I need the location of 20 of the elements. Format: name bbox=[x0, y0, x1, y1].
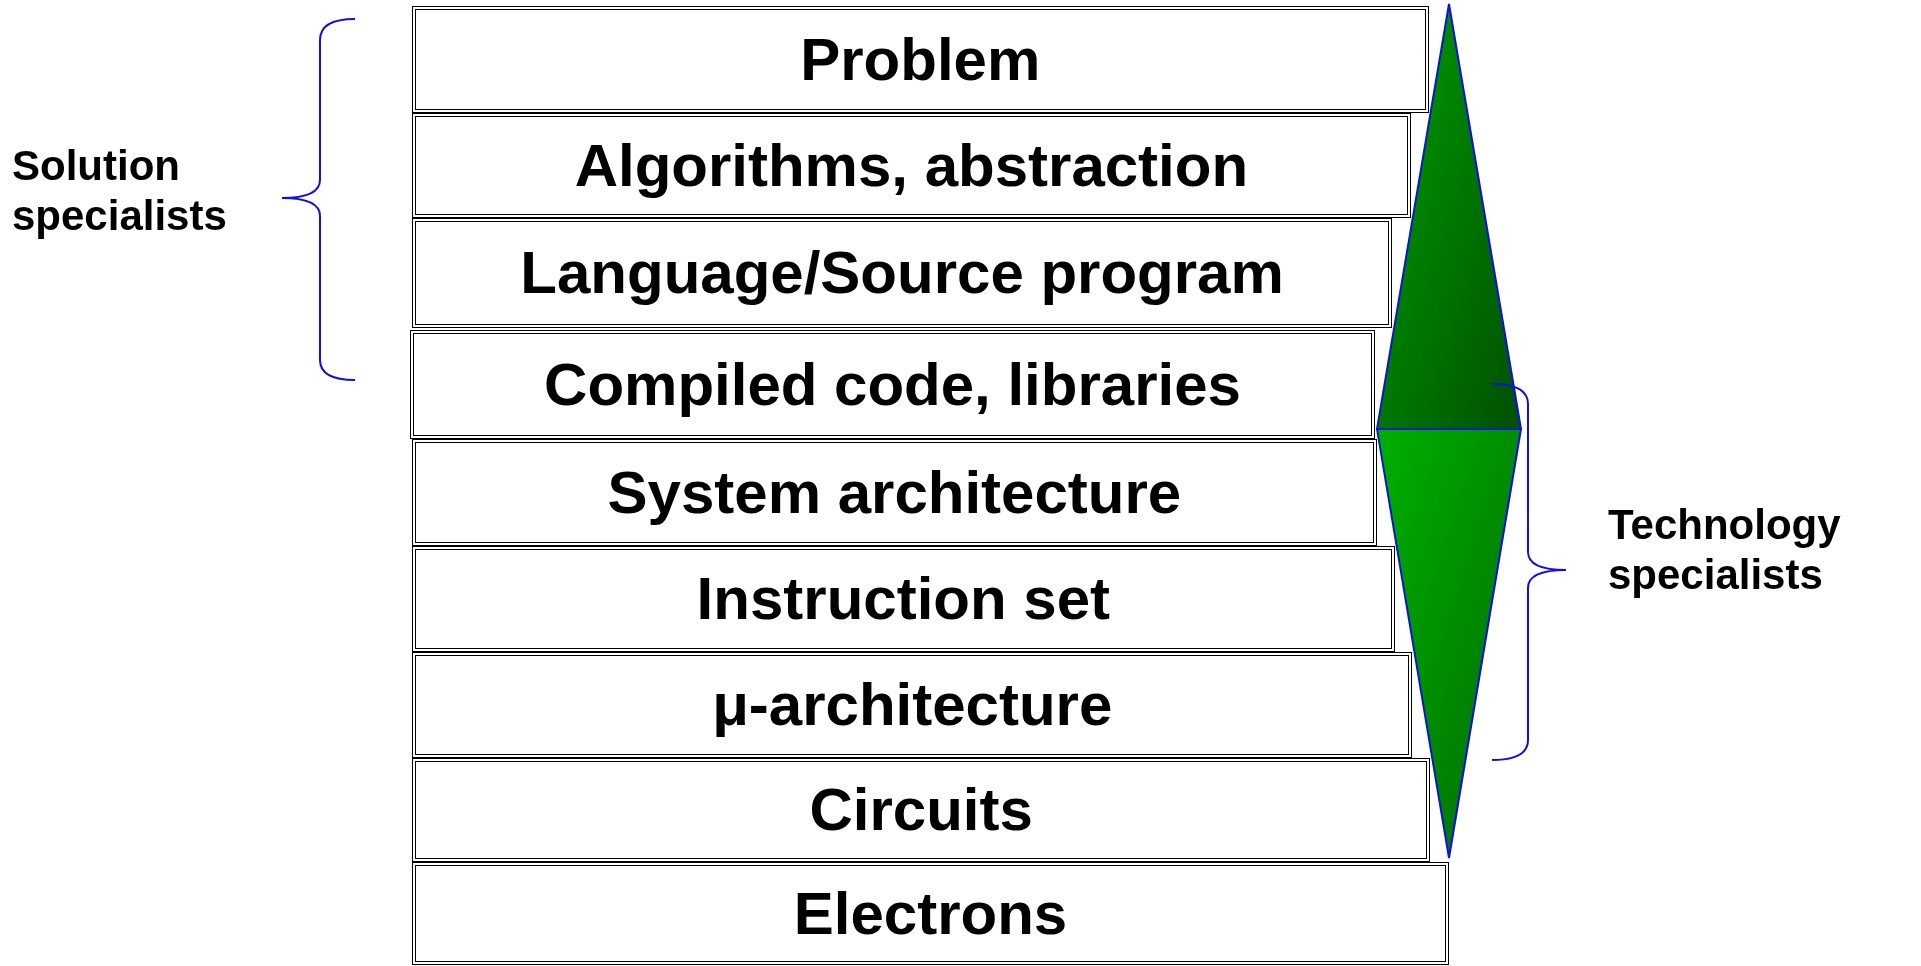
layer-box bbox=[412, 546, 1395, 652]
group-label: Technology specialists bbox=[1608, 500, 1842, 601]
layer-label: Algorithms, abstraction bbox=[574, 135, 1249, 196]
layer-label: Instruction set bbox=[696, 569, 1110, 629]
layer-label: Electrons bbox=[793, 883, 1068, 944]
layer-box bbox=[412, 113, 1411, 218]
layer-box bbox=[412, 652, 1413, 758]
layer-box bbox=[412, 439, 1377, 546]
layer-label: Problem bbox=[800, 29, 1041, 90]
group-label: Solution specialists bbox=[12, 141, 228, 242]
layer-label: Circuits bbox=[809, 780, 1033, 840]
layer-label: μ-architecture bbox=[712, 675, 1113, 735]
layer-box bbox=[412, 862, 1449, 965]
layer-box bbox=[412, 218, 1393, 328]
layer-label: Language/Source program bbox=[520, 243, 1284, 303]
layer-label: Compiled code, libraries bbox=[544, 354, 1241, 415]
layer-box bbox=[412, 758, 1431, 862]
layer-box bbox=[410, 330, 1375, 439]
layer-box bbox=[412, 6, 1429, 113]
layer-label: System architecture bbox=[607, 462, 1182, 523]
